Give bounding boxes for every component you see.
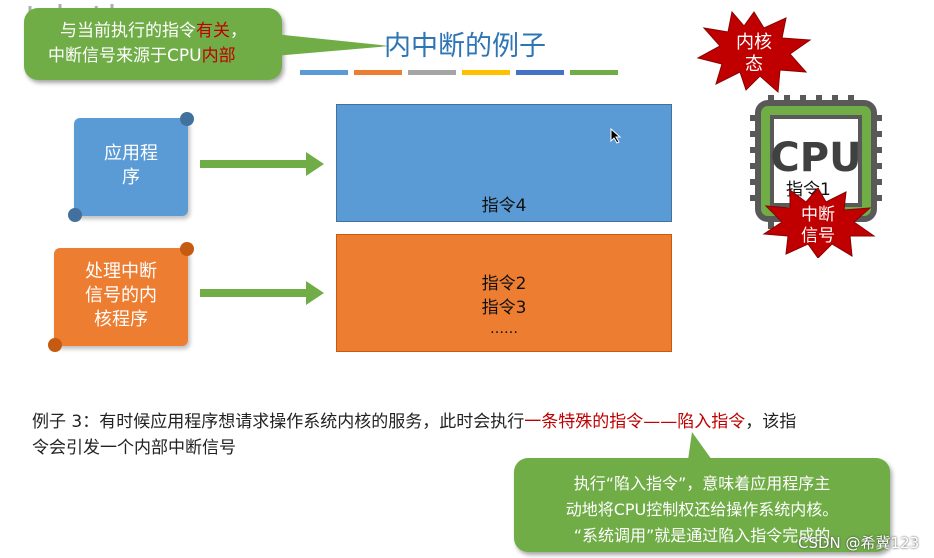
- badge-line1: 内核: [736, 32, 772, 53]
- scroll-roll: [48, 338, 62, 352]
- instruction-ellipsis: ……: [337, 321, 671, 337]
- title-underline-bar: [516, 70, 564, 75]
- callout-top-line2: 中断信号来源于CPU内部: [48, 44, 236, 68]
- kernel-instructions-box: 指令2 指令3 ……: [336, 234, 672, 352]
- badge-line2: 态: [745, 54, 763, 75]
- callout-top-highlight-2: 内部: [202, 46, 236, 66]
- callout-top-text: 与当前执行的指令: [60, 21, 196, 41]
- callout-top-text-2: 中断信号来源于CPU: [48, 46, 202, 66]
- callout-pointer: [274, 34, 394, 56]
- instruction-2: 指令2: [337, 269, 671, 294]
- bottom-callout-line1: 执行“陷入指令”，意味着应用程序主: [514, 470, 890, 494]
- scroll-roll: [180, 242, 194, 256]
- csdn-watermark: CSDN @希冀123: [798, 532, 919, 553]
- example-text: 例子 3：有时候应用程序想请求操作系统内核的服务，此时会执行: [32, 412, 524, 432]
- bottom-callout-line2: 动地将CPU控制权还给操作系统内核。: [514, 496, 890, 520]
- title-underline-bar: [570, 70, 618, 75]
- callout-top-comma: ，: [230, 21, 247, 41]
- kernel-program-scroll: 处理中断 信号的内 核程序: [54, 248, 188, 346]
- mouse-cursor-icon: [610, 128, 622, 144]
- callout-top-highlight: 有关: [196, 21, 230, 41]
- scroll-app-line2: 序: [74, 166, 188, 190]
- callout-pointer: [684, 432, 714, 460]
- example-highlight: 一条特殊的指令——陷入指令: [524, 412, 745, 432]
- callout-top-line1: 与当前执行的指令有关，: [60, 19, 247, 43]
- application-program-scroll: 应用程 序: [74, 118, 188, 216]
- interrupt-signal-burst: 中断 信号: [760, 188, 876, 258]
- scroll-roll: [68, 208, 82, 222]
- scroll-kernel-line2: 信号的内: [54, 284, 188, 308]
- instruction-4: 指令4: [337, 191, 671, 216]
- scroll-roll: [180, 112, 194, 126]
- top-callout: 与当前执行的指令有关， 中断信号来源于CPU内部: [24, 8, 282, 80]
- title-underline-bar: [354, 70, 402, 75]
- example-text-tail: ，该指: [745, 412, 796, 432]
- burst-line1: 中断: [801, 205, 835, 225]
- scroll-kernel-line3: 核程序: [54, 308, 188, 332]
- arrow-right-icon: [200, 281, 326, 305]
- scroll-kernel-line1: 处理中断: [54, 260, 188, 284]
- title-underline-bar: [300, 70, 348, 75]
- title-underline-bar: [462, 70, 510, 75]
- arrow-right-icon: [200, 152, 326, 176]
- user-instructions-box: 指令4: [336, 104, 672, 222]
- kernel-mode-badge: 内核 态: [694, 10, 814, 94]
- example-paragraph-line2: 令会引发一个内部中断信号: [32, 435, 236, 461]
- burst-line2: 信号: [801, 226, 835, 246]
- title-underline-bar: [408, 70, 456, 75]
- example-paragraph-line1: 例子 3：有时候应用程序想请求操作系统内核的服务，此时会执行一条特殊的指令——陷…: [32, 409, 796, 435]
- instruction-3: 指令3: [337, 293, 671, 318]
- page-title: 内中断的例子: [384, 24, 546, 63]
- scroll-app-line1: 应用程: [74, 142, 188, 166]
